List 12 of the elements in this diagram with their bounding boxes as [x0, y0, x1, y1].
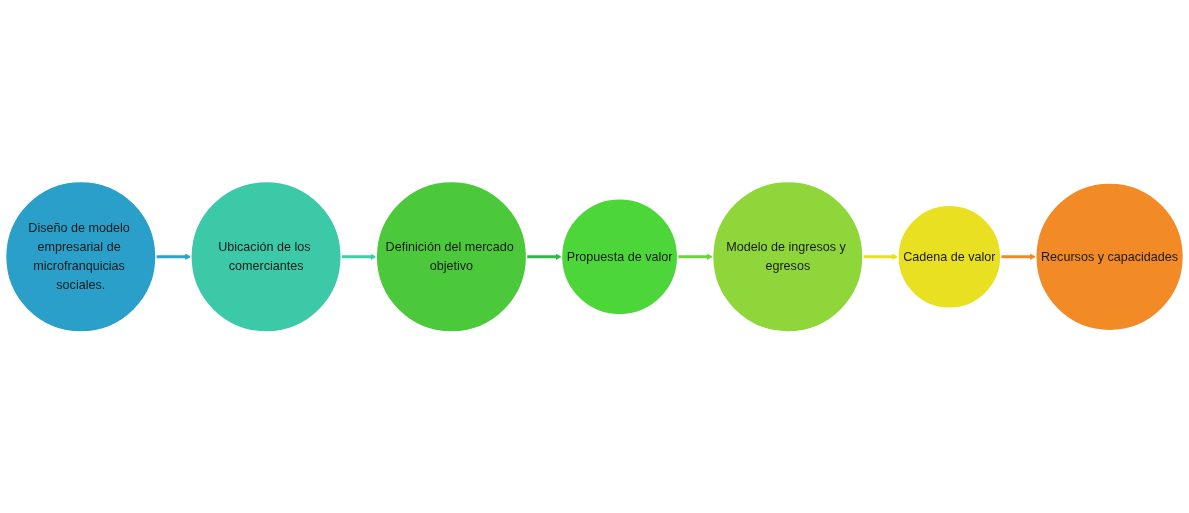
- arrow: [677, 253, 713, 260]
- node-circle: Recursos y capacidades: [1035, 182, 1185, 331]
- node-circle: Modelo de ingresos y egresos: [711, 180, 864, 333]
- node-circle: Propuesta de valor: [560, 197, 679, 316]
- node-circle: Diseño de modelo empresarial de microfranquicias sociales.: [4, 180, 157, 333]
- node-circle: Definición del mercado objetivo: [375, 180, 528, 333]
- node-circle: Cadena de valor: [897, 204, 1002, 309]
- arrow: [155, 253, 192, 260]
- arrow: [341, 253, 377, 260]
- arrow: [526, 253, 562, 260]
- node-circle: Ubicación de los comerciantes: [190, 180, 342, 333]
- arrow: [863, 253, 899, 260]
